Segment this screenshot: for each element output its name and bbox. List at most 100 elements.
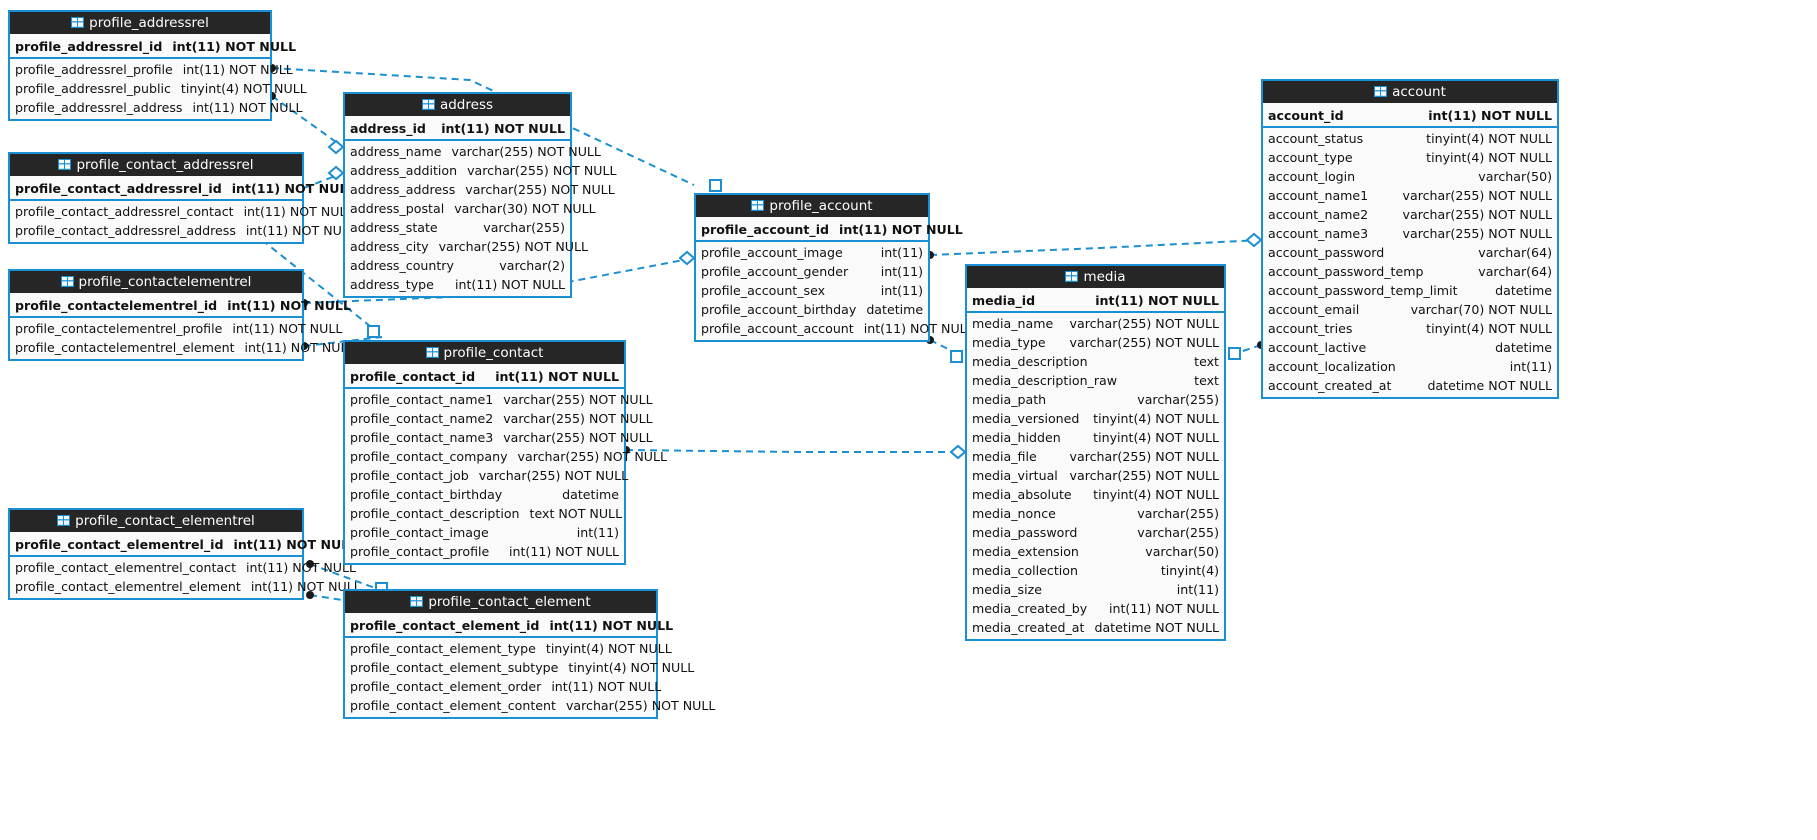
er-table-header[interactable]: profile_contact_element [345, 591, 656, 613]
er-table-header[interactable]: media [967, 266, 1224, 288]
er-column-type: tinyint(4) NOT NULL [1426, 150, 1552, 165]
er-column-type: int(11) NOT NULL [495, 368, 619, 384]
er-table-header[interactable]: profile_contactelementrel [10, 271, 302, 293]
er-table-header[interactable]: profile_account [696, 195, 928, 217]
er-table-header[interactable]: profile_contact [345, 342, 624, 364]
er-table-header[interactable]: address [345, 94, 570, 116]
er-table-header[interactable]: profile_addressrel [10, 12, 270, 34]
er-column-type: varchar(255) NOT NULL [467, 163, 617, 178]
er-table-header[interactable]: account [1263, 81, 1557, 103]
er-table-name: media [1083, 269, 1126, 285]
er-table-header[interactable]: profile_contact_elementrel [10, 510, 302, 532]
er-table-header[interactable]: profile_contact_addressrel [10, 154, 302, 176]
